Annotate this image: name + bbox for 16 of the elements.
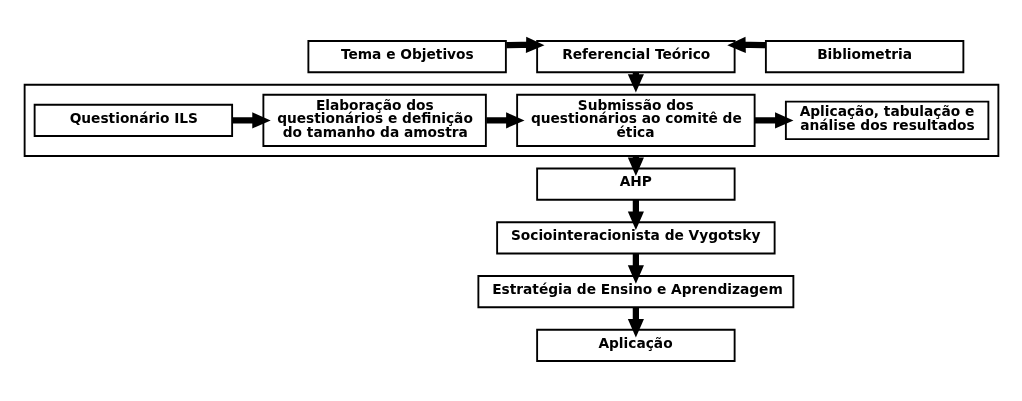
arrow: [505, 36, 544, 53]
arrow: [231, 111, 271, 128]
node-box: Aplicação: [535, 328, 736, 362]
node-box: Bibliometria: [764, 39, 964, 73]
node-box: Elaboração dos questionários e definição do tamanho da amostra: [261, 93, 487, 147]
node-box: Sociointeracionista de Vygotsky: [495, 220, 776, 254]
node-box: Aplicação, tabulação e análise dos resultados: [784, 100, 989, 140]
node-box: AHP: [535, 167, 736, 201]
node-box: Referencial Teórico: [535, 39, 736, 73]
node-box: Questionário ILS: [33, 103, 233, 137]
arrow: [754, 111, 793, 128]
cluster: [23, 83, 999, 157]
node-box: Tema e Objetivos: [306, 39, 507, 73]
node-box: Submissão dos questionários ao comitê de ética: [515, 93, 756, 147]
node-box: Estratégia de Ensino e Aprendizagem: [476, 274, 794, 308]
arrow: [485, 111, 525, 128]
